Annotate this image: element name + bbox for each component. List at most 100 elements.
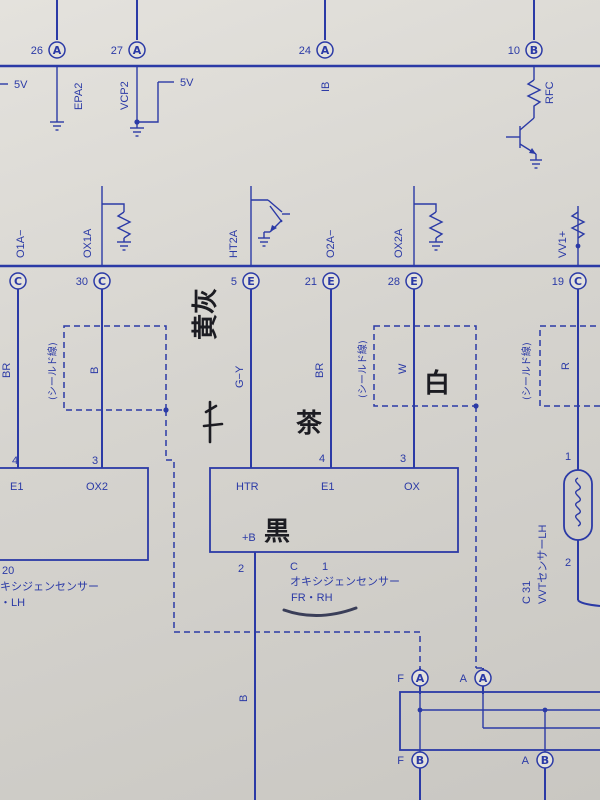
resistor-icon	[116, 211, 132, 239]
mid-terminal-19: C 19	[552, 272, 587, 290]
svg-text:A: A	[522, 755, 530, 767]
wire-color-w: W	[397, 363, 409, 374]
left-sensor-name: キシジェンセンサー	[0, 580, 99, 593]
handwritten-note-w: 白	[424, 368, 450, 399]
signal-label-ib: IB	[320, 82, 332, 92]
svg-text:C: C	[98, 275, 106, 288]
resistor-icon	[526, 79, 542, 118]
svg-text:26: 26	[31, 45, 43, 57]
signal-label-vcp2: VCP2	[119, 81, 131, 110]
svg-text:10: 10	[508, 45, 520, 57]
shield-label-2: (シールド線)	[356, 340, 369, 398]
svg-text:E: E	[410, 275, 418, 288]
shield-label-3: (シールド線)	[520, 342, 533, 400]
bottom-terminal-fa: A F	[397, 669, 429, 687]
wire-color-r: R	[560, 362, 572, 370]
bottom-terminal-fb: B F	[397, 751, 429, 769]
svg-text:30: 30	[76, 276, 88, 288]
top-terminal-26: A 26	[31, 41, 66, 59]
main-sensor-name: オキシジェンセンサー	[290, 575, 400, 588]
bottom-terminal-ab: B A	[522, 751, 554, 769]
wire-color-gy: G−Y	[234, 365, 246, 388]
svg-text:A: A	[321, 44, 330, 57]
left-sensor-pin-ox2: 3	[92, 455, 98, 467]
svg-text:F: F	[397, 755, 404, 767]
shield-box-left	[63, 325, 167, 411]
main-sensor-label-b: +B	[242, 532, 256, 544]
svg-text:A: A	[460, 673, 468, 685]
main-sensor-pin-4: 4	[319, 453, 325, 465]
signal-label-ox1a: OX1A	[82, 228, 94, 258]
shield-box-right	[539, 325, 600, 407]
main-sensor-pin-3: 3	[400, 453, 406, 465]
wire-color-br-mid: BR	[314, 363, 326, 378]
vvt-sensor-name: VVTセンサーLH	[536, 524, 549, 604]
main-sensor-code-1: 1	[322, 561, 328, 573]
main-sensor-code-c: C	[290, 561, 298, 573]
svg-text:19: 19	[552, 276, 564, 288]
svg-text:5: 5	[231, 276, 237, 288]
top-terminal-27: A 27	[111, 41, 146, 59]
svg-text:B: B	[541, 754, 549, 767]
mid-terminal-28: E 28	[388, 272, 423, 290]
wire-color-br-left: BR	[1, 363, 13, 378]
main-sensor-label-htr: HTR	[236, 481, 259, 493]
svg-text:21: 21	[305, 276, 317, 288]
bottom-connector-box	[399, 691, 600, 751]
signal-label-o2a: O2A−	[325, 230, 337, 258]
left-sensor-code: 20	[2, 565, 14, 577]
svg-text:E: E	[327, 275, 335, 288]
svg-text:E: E	[247, 275, 255, 288]
ground-icon	[130, 127, 144, 137]
ground-icon	[50, 121, 64, 131]
top-terminal-10: B 10	[508, 41, 543, 59]
svg-text:C: C	[14, 275, 22, 288]
vvt-pin-2: 2	[565, 557, 571, 569]
signal-label-rfc: RFC	[544, 81, 556, 104]
mid-terminal-left-edge: C	[9, 272, 27, 290]
mid-terminal-5: E 5	[231, 272, 260, 290]
svg-text:黄灰: 黄灰	[191, 288, 221, 340]
resistor-icon	[428, 211, 444, 239]
svg-text:C: C	[574, 275, 582, 288]
left-sensor-label-e1: E1	[10, 481, 23, 493]
svg-text:F: F	[397, 673, 404, 685]
svg-text:A: A	[133, 44, 142, 57]
main-sensor-pin-2: 2	[238, 563, 244, 575]
wire-color-b-left: B	[89, 367, 101, 374]
svg-text:B: B	[416, 754, 424, 767]
handwritten-note-b: 黒	[264, 517, 290, 547]
svg-text:24: 24	[299, 45, 311, 57]
mid-terminal-21: E 21	[305, 272, 340, 290]
main-sensor-box	[209, 467, 459, 553]
main-sensor-label-e1: E1	[321, 481, 334, 493]
vvt-pin-1: 1	[565, 451, 571, 463]
shield-label-1: (シールド線)	[46, 342, 59, 400]
top-terminal-24: A 24	[299, 41, 334, 59]
left-sensor-box	[0, 467, 149, 561]
ground-icon	[429, 238, 443, 251]
transistor-icon	[258, 199, 290, 247]
pen-underline	[282, 606, 358, 618]
svg-text:A: A	[53, 44, 62, 57]
ground-icon	[117, 238, 131, 251]
signal-label-vv1: VV1+	[557, 231, 569, 258]
svg-text:B: B	[530, 44, 538, 57]
mid-terminal-30: C 30	[76, 272, 111, 290]
left-sensor-label-ox2: OX2	[86, 481, 108, 493]
signal-label-ox2a: OX2A	[393, 228, 405, 258]
main-sensor-label-ox: OX	[404, 481, 421, 493]
signal-label-epa2: EPA2	[73, 83, 85, 110]
shield-drain-line	[165, 410, 421, 668]
svg-text:A: A	[479, 672, 488, 685]
shield-box-middle	[373, 325, 477, 407]
svg-text:A: A	[416, 672, 425, 685]
bottom-terminal-aa: A A	[460, 669, 492, 687]
left-sensor-side: ・LH	[0, 597, 25, 609]
handwritten-note-gy: 黄灰	[191, 288, 224, 444]
voltage-label-left: 5V	[14, 79, 28, 91]
signal-label-o1a: O1A−	[15, 230, 27, 258]
voltage-label-vcp2: 5V	[180, 77, 194, 89]
